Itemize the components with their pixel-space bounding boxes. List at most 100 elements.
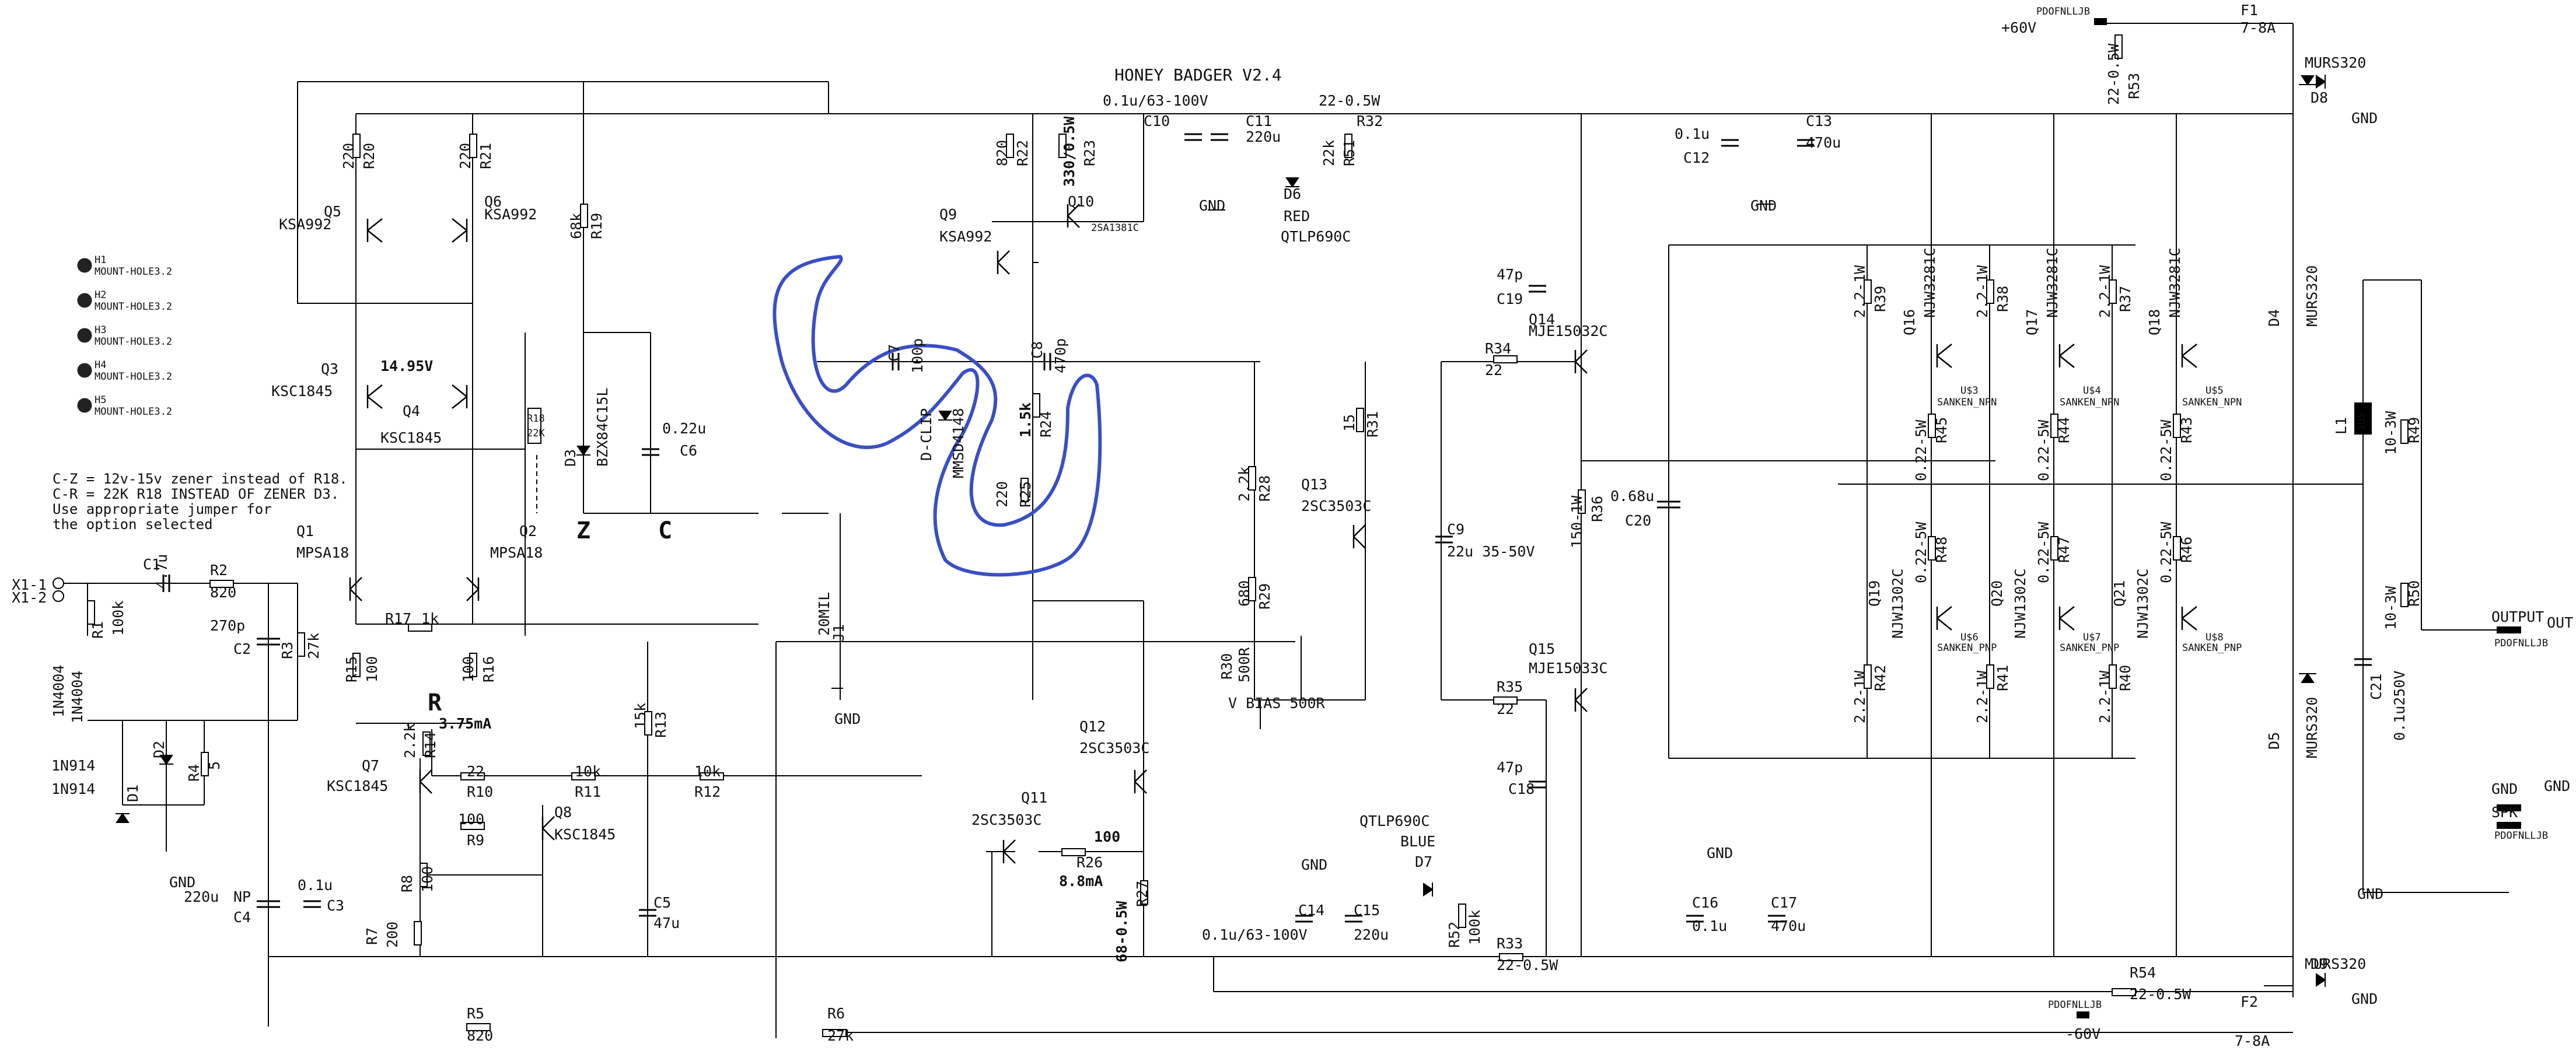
part-ref: U$6 [1960,632,1979,643]
part-ref: R40 [2117,664,2134,691]
pad-label: PDOFNLLJB [2494,638,2549,649]
part-type: 2SC3503C [1079,740,1150,757]
part-type: SANKEN_PNP [1937,642,1997,654]
part-ref: C21 [2368,673,2385,700]
part-type: MMSD4148 [950,408,967,478]
part-value: 22 [1497,701,1515,717]
out-pin-label: OUT [2547,614,2574,631]
mount-hole-value: MOUNT-HOLE3.2 [95,371,173,383]
part-ref: Q21 [2111,580,2128,607]
part-ref: Q11 [1021,789,1048,806]
jumper-z-label: Z [576,517,591,544]
part-ref: R44 [2056,416,2072,443]
part-ref: Q18 [2146,309,2163,335]
part-ref: Q7 [362,757,380,774]
part-ref: Q16 [1901,309,1918,335]
part-value: 0.22-5W [1913,521,1930,583]
part-ref: U$5 [2205,385,2224,397]
part-ref: R31 [1364,411,1381,437]
part-ref: Q15 [1529,640,1556,657]
part-ref: D9 [2311,955,2329,972]
part-ref: R11 [575,783,602,800]
part-ref: Q6 [484,193,502,210]
part-ref: U$4 [2083,385,2101,397]
part-ref: Q14 [1529,311,1556,328]
part-value: 330/0.5W [1061,116,1078,187]
part-ref: R49 [2406,416,2423,443]
part-type: SANKEN_PNP [2182,642,2242,654]
part-type: SANKEN_NPN [2182,397,2242,408]
part-type: MURS320 [2304,265,2320,327]
part-type: NP [233,888,251,905]
led-color: BLUE [1400,833,1436,850]
part-ref: R30 [1218,653,1235,680]
part-value: 10-3W [2382,411,2399,455]
part-value: 68-0.5W [1113,901,1130,962]
input-pin: X1-1 [12,576,47,593]
part-ref: C17 [1771,894,1798,911]
part-value: 15 [1341,414,1358,432]
part-ref: R28 [1256,475,1273,502]
part-value: 0.22-5W [2035,419,2052,481]
part-value: 220u [1354,926,1389,943]
part-ref: R50 [2406,580,2423,607]
part-ref: D3 [562,449,579,467]
part-value: 0.1u/63-100V [1103,92,1208,109]
part-type: BZX84C15L [594,387,611,467]
part-ref: R33 [1497,935,1523,952]
part-value: 0.22-5W [1913,419,1930,481]
part-ref: U$8 [2205,632,2224,643]
part-ref: D4 [2266,309,2283,327]
part-value: 0.1u [1675,125,1710,142]
jumper-r-label: R [428,689,442,716]
part-value: 2.2-1W [1851,265,1868,318]
part-type: KSA992 [939,228,992,245]
part-ref: R16 [480,656,497,682]
gnd-label: GND [169,874,196,891]
mount-hole-value: MOUNT-HOLE3.2 [95,266,173,278]
note-line: C-R = 22K R18 INSTEAD OF ZENER D3. [53,486,340,502]
part-ref: C5 [653,894,672,911]
part-ref: C7 [886,344,903,362]
part-value: 5 [206,761,223,770]
part-ref: R8 [399,874,415,892]
part-type: KSC1845 [380,429,442,446]
part-ref: Q10 [1068,193,1095,210]
part-ref: R17 [385,610,412,627]
part-ref: C20 [1625,512,1652,529]
part-value: 1U5 [2356,412,2368,430]
part-ref: R5 [467,1005,485,1022]
part-ref: Q13 [1301,476,1328,493]
spk-label: SPK [2491,804,2518,821]
part-type: SANKEN_PNP [2060,642,2120,654]
part-value: 22K [527,428,545,439]
mount-hole-ref: H2 [95,289,107,301]
part-value: 0.22-5W [2158,521,2175,583]
part-value: 100 [419,866,436,892]
part-value: 1.5k [1017,402,1034,437]
part-value: 2.2-1W [2096,265,2113,318]
part-ref: R20 [361,142,378,169]
part-value: 470u [1806,134,1841,151]
part-value: 1k [421,610,439,627]
part-ref: R41 [1994,664,2011,691]
part-type: MURS320 [2305,955,2367,972]
part-type: 1N914 [51,757,96,774]
part-ref: D-CLIP [918,408,935,461]
part-value: 0.22-5W [2158,419,2175,481]
gnd-label: GND [1750,197,1777,214]
part-value: 22 [1485,362,1503,379]
part-ref: D1 [124,784,141,802]
part-value: 200 [384,921,401,948]
note-line: Use appropriate jumper for [53,501,272,517]
part-ref: R14 [422,731,439,758]
part-value: 100 [460,656,477,682]
part-ref: C19 [1497,290,1523,307]
part-type: KSA992 [279,216,332,233]
gnd-label: GND [1301,856,1328,873]
part-ref: R48 [1933,536,1950,563]
part-value: 680 [1236,580,1253,607]
part-ref: Q2 [519,523,537,540]
part-value: 100p [909,338,926,373]
part-value: 150-1W [1568,495,1585,548]
